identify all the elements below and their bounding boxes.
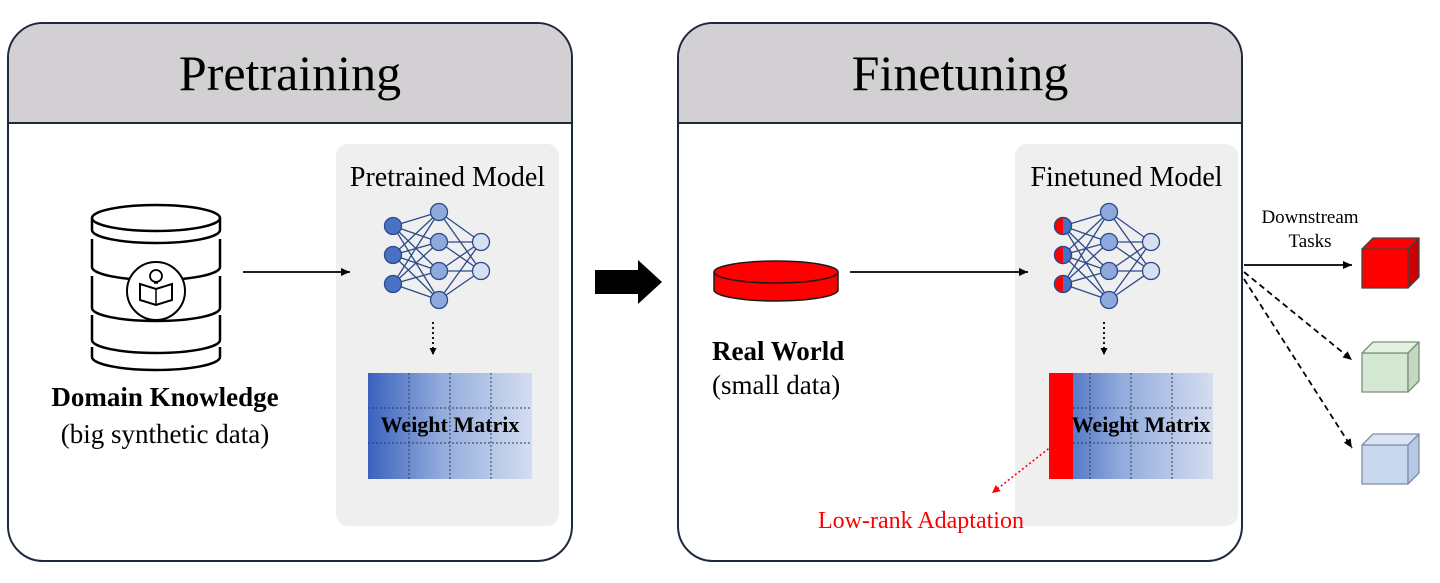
pretrained-weight-matrix-label: Weight Matrix: [380, 412, 520, 437]
domain-knowledge-label: Domain Knowledge: [51, 382, 279, 412]
low-rank-arrow: [991, 445, 1053, 494]
pretrained-model-title: Pretrained Model: [349, 162, 546, 193]
low-rank-adaptation-label: Low-rank Adaptation: [818, 508, 1024, 534]
downstream-tasks-label: Downstream Tasks: [1245, 206, 1375, 254]
finetuned-model-title: Finetuned Model: [1030, 162, 1223, 193]
pretraining-title: Pretraining: [9, 24, 571, 124]
task-cube-blue-icon: [1361, 433, 1420, 485]
downstream-arrow-dashed-2: [1243, 278, 1353, 449]
pretrained-weight-matrix: [368, 373, 532, 479]
downstream-label-line2: Tasks: [1288, 231, 1332, 252]
finetuned-weight-matrix: [1049, 373, 1213, 479]
downstream-arrow-dashed-1: [1243, 271, 1353, 361]
finetuned-network-icon: [1053, 202, 1161, 310]
finetuned-weight-matrix-label: Weight Matrix: [1071, 412, 1211, 437]
task-cube-green-icon: [1361, 341, 1420, 393]
database-icon: [90, 203, 222, 372]
task-cube-red-icon: [1361, 237, 1420, 289]
low-rank-adapter-block: [1049, 373, 1073, 479]
pretrained-network-icon: [383, 202, 491, 310]
real-world-label: Real World: [712, 336, 845, 366]
domain-knowledge-sublabel: (big synthetic data): [60, 419, 270, 449]
finetuning-title: Finetuning: [679, 24, 1241, 124]
downstream-label-line1: Downstream: [1261, 207, 1359, 228]
big-arrow-icon: [595, 260, 662, 304]
real-world-disk-icon: [713, 260, 839, 302]
real-world-sublabel: (small data): [712, 370, 841, 400]
